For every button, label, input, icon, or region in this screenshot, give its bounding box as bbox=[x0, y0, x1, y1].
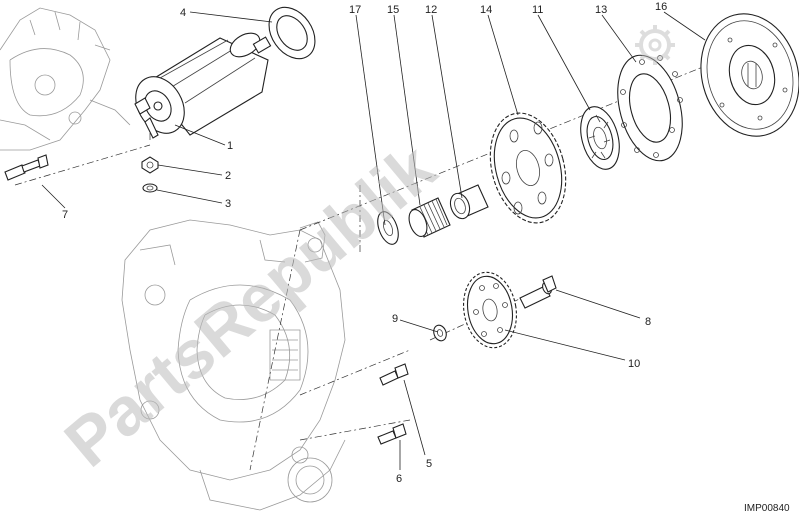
washer bbox=[142, 183, 158, 193]
callout-9: 9 bbox=[392, 313, 398, 325]
starter-driven-gear bbox=[489, 112, 567, 224]
callout-5: 5 bbox=[426, 458, 432, 470]
thrust-washer bbox=[433, 324, 447, 342]
callout-11: 11 bbox=[532, 4, 543, 16]
callout-12: 12 bbox=[425, 4, 437, 16]
callout-3: 3 bbox=[225, 198, 231, 210]
shim-washer bbox=[377, 211, 399, 245]
gear-watermark-icon bbox=[635, 25, 675, 65]
idler-gear-shaft bbox=[519, 275, 557, 309]
idler-gear bbox=[463, 271, 517, 349]
callout-labels: 4 1 2 3 7 17 15 12 14 11 13 16 8 9 10 5 … bbox=[62, 1, 667, 485]
screw-upper bbox=[379, 363, 409, 386]
bushing bbox=[449, 184, 489, 220]
upper-engine-casing-sketch bbox=[0, 7, 131, 151]
callout-1: 1 bbox=[227, 140, 233, 152]
callout-16: 16 bbox=[655, 1, 667, 13]
o-ring bbox=[268, 6, 316, 60]
screw-lower bbox=[377, 423, 407, 445]
callout-15: 15 bbox=[387, 4, 399, 16]
callout-6: 6 bbox=[396, 473, 402, 485]
starter-motor bbox=[134, 32, 272, 139]
freewheel-flange bbox=[617, 54, 683, 162]
screw-left bbox=[4, 154, 49, 181]
callout-7: 7 bbox=[62, 209, 68, 221]
reference-code: IMP00840 bbox=[744, 503, 790, 514]
callout-4: 4 bbox=[180, 7, 186, 19]
leader-lines bbox=[41, 11, 706, 470]
lower-crankcase-sketch bbox=[121, 219, 346, 511]
callout-13: 13 bbox=[595, 4, 607, 16]
freewheel-clutch bbox=[580, 106, 620, 170]
nut bbox=[141, 156, 159, 174]
callout-8: 8 bbox=[645, 316, 651, 328]
callout-10: 10 bbox=[628, 358, 640, 370]
needle-roller-bearing bbox=[408, 197, 451, 238]
callout-2: 2 bbox=[225, 170, 231, 182]
callout-17: 17 bbox=[349, 4, 361, 16]
flywheel-rotor bbox=[700, 13, 799, 137]
watermark-text: PartsRepublik bbox=[51, 129, 450, 481]
callout-14: 14 bbox=[480, 4, 492, 16]
